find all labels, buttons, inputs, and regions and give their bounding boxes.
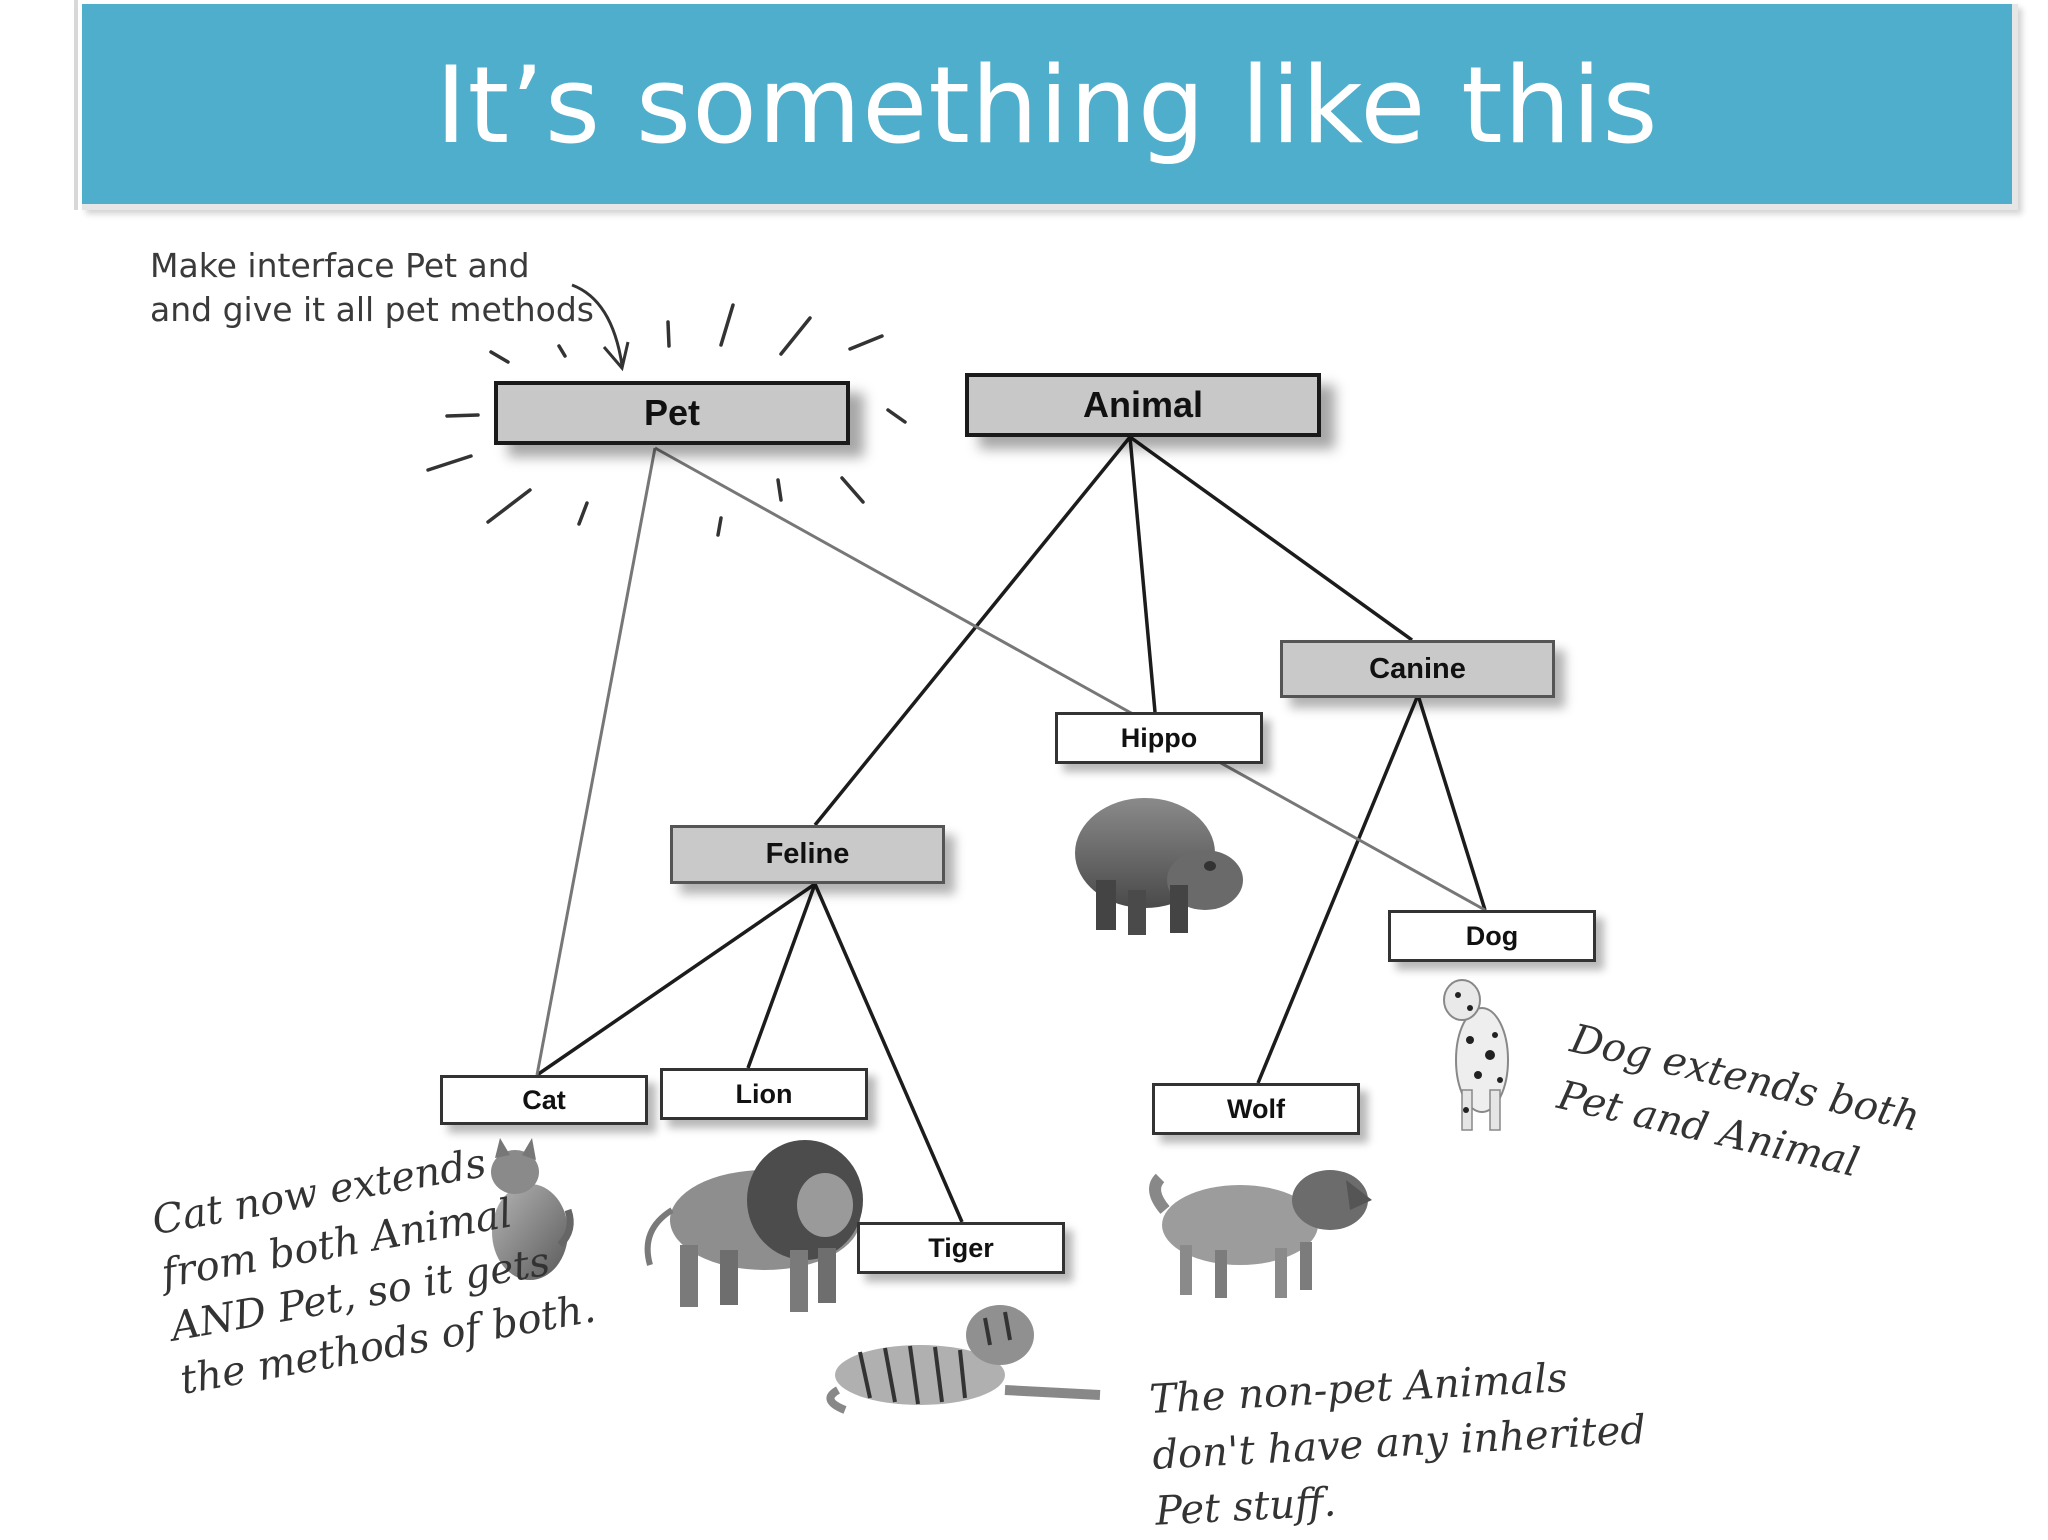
wolf-class-box: Wolf bbox=[1152, 1083, 1360, 1135]
line-pet-cat bbox=[535, 447, 657, 1076]
animal-class-box: Animal bbox=[965, 373, 1321, 437]
pet-arrow bbox=[571, 283, 624, 366]
slide-title: It’s something like this bbox=[435, 44, 1659, 167]
pet-highlight-rays bbox=[426, 303, 907, 537]
line-canine-wolf bbox=[1256, 694, 1420, 1084]
line-animal-hippo bbox=[1128, 436, 1157, 713]
pet-interface-box: Pet bbox=[494, 381, 850, 445]
dog-label: Dog bbox=[1465, 920, 1519, 951]
hippo-label: Hippo bbox=[1120, 722, 1198, 753]
tiger-illustration bbox=[826, 1305, 1101, 1414]
feline-label: Feline bbox=[765, 838, 850, 870]
hippo-illustration bbox=[1075, 798, 1243, 935]
line-canine-dog bbox=[1416, 694, 1487, 911]
wolf-label: Wolf bbox=[1227, 1093, 1285, 1124]
animal-label: Animal bbox=[1082, 384, 1204, 425]
feline-class-box: Feline bbox=[670, 825, 945, 884]
lion-illustration bbox=[644, 1140, 863, 1312]
pet-interface-lines bbox=[535, 446, 1486, 1076]
pet-arrowhead bbox=[602, 341, 630, 372]
canine-label: Canine bbox=[1369, 652, 1466, 685]
wolf-illustration bbox=[1149, 1170, 1372, 1298]
note-non-pet-animals: The non-pet Animals don't have any inher… bbox=[1148, 1355, 1647, 1535]
cat-label: Cat bbox=[522, 1084, 566, 1115]
lion-class-box: Lion bbox=[660, 1068, 868, 1120]
line-feline-tiger bbox=[813, 883, 964, 1223]
dog-class-box: Dog bbox=[1388, 910, 1596, 962]
canine-class-box: Canine bbox=[1280, 640, 1555, 698]
hippo-class-box: Hippo bbox=[1055, 712, 1263, 764]
cat-illustration bbox=[491, 1138, 574, 1280]
lion-label: Lion bbox=[735, 1078, 793, 1109]
dog-illustration bbox=[1443, 979, 1509, 1131]
cat-class-box: Cat bbox=[440, 1075, 648, 1125]
line-animal-canine bbox=[1128, 435, 1414, 642]
title-banner: It’s something like this bbox=[82, 4, 2018, 210]
tiger-class-box: Tiger bbox=[857, 1222, 1065, 1274]
line-feline-cat bbox=[536, 882, 816, 1077]
tiger-label: Tiger bbox=[928, 1232, 994, 1263]
note-pet-interface: Make interface Pet and and give it all p… bbox=[150, 246, 594, 329]
banner-edge bbox=[74, 0, 78, 210]
pet-label: Pet bbox=[643, 392, 701, 433]
line-animal-feline bbox=[813, 435, 1132, 827]
line-pet-dog bbox=[654, 446, 1486, 912]
animal-hierarchy-lines bbox=[536, 435, 1487, 1223]
line-feline-lion bbox=[746, 883, 817, 1069]
